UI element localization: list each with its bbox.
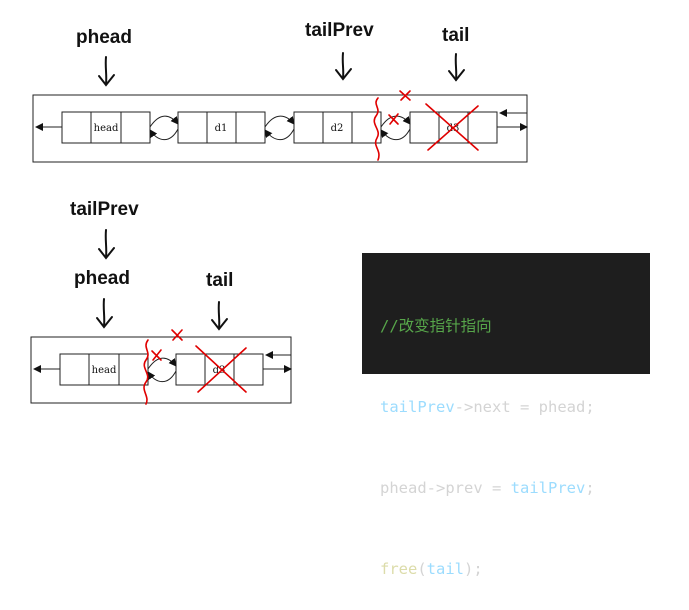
top-links bbox=[35, 109, 528, 141]
code-line-1-var: tailPrev bbox=[380, 398, 455, 416]
node-label-head-bottom: head bbox=[92, 365, 117, 376]
code-line-2-end: ; bbox=[585, 479, 595, 497]
down-arrow-tail-bottom bbox=[211, 301, 228, 331]
down-arrow-tailprev-top bbox=[335, 52, 352, 81]
down-arrow-phead-bottom bbox=[96, 298, 113, 329]
down-arrow-tailprev-bottom bbox=[98, 229, 115, 260]
code-comment-line: //改变指针指向 bbox=[380, 313, 650, 340]
node-d3-bottom bbox=[175, 353, 264, 386]
node-d2-top bbox=[293, 111, 382, 144]
label-phead-bottom: phead bbox=[74, 268, 130, 289]
code-line-3-end: ); bbox=[464, 560, 483, 578]
code-line-2-var: phead bbox=[380, 479, 427, 497]
code-line-3: free(tail); bbox=[380, 556, 650, 583]
bottom-red-marks bbox=[143, 329, 247, 405]
node-label-d1-top: d1 bbox=[215, 123, 228, 134]
code-line-2: phead->prev = tailPrev; bbox=[380, 475, 650, 502]
node-head-bottom bbox=[59, 353, 149, 386]
node-head-top bbox=[61, 111, 151, 144]
code-line-2-value: tailPrev bbox=[510, 479, 586, 497]
label-tailprev-bottom: tailPrev bbox=[70, 199, 139, 220]
label-tail-top: tail bbox=[442, 25, 470, 46]
label-tailprev-top: tailPrev bbox=[305, 20, 374, 41]
code-line-1-end: ; bbox=[585, 398, 595, 416]
node-d1-top bbox=[177, 111, 266, 144]
code-line-1-op: ->next = bbox=[454, 398, 539, 416]
code-line-1-value: phead bbox=[538, 398, 586, 416]
down-arrow-phead-top bbox=[98, 56, 115, 87]
node-label-d2-top: d2 bbox=[331, 123, 344, 134]
linked-list-diagram: head d1 d2 d3 head d3 bbox=[30, 52, 528, 405]
top-red-marks bbox=[373, 90, 479, 161]
code-line-3-fn: free bbox=[380, 560, 418, 578]
node-label-head-top: head bbox=[94, 123, 119, 134]
node-label-d3-bottom: d3 bbox=[213, 365, 226, 376]
code-line-3-arg: tail bbox=[426, 560, 464, 578]
code-line-2-op: ->prev = bbox=[426, 479, 511, 497]
down-arrow-tail-top bbox=[448, 53, 465, 82]
label-phead-top: phead bbox=[76, 27, 132, 48]
code-snippet-panel: //改变指针指向 tailPrev->next = phead; phead->… bbox=[362, 253, 650, 578]
label-tail-bottom: tail bbox=[206, 270, 234, 291]
code-comment: //改变指针指向 bbox=[380, 317, 492, 335]
code-line-1: tailPrev->next = phead; bbox=[380, 394, 650, 421]
code-line-3-open: ( bbox=[417, 560, 427, 578]
bottom-links bbox=[33, 351, 292, 383]
